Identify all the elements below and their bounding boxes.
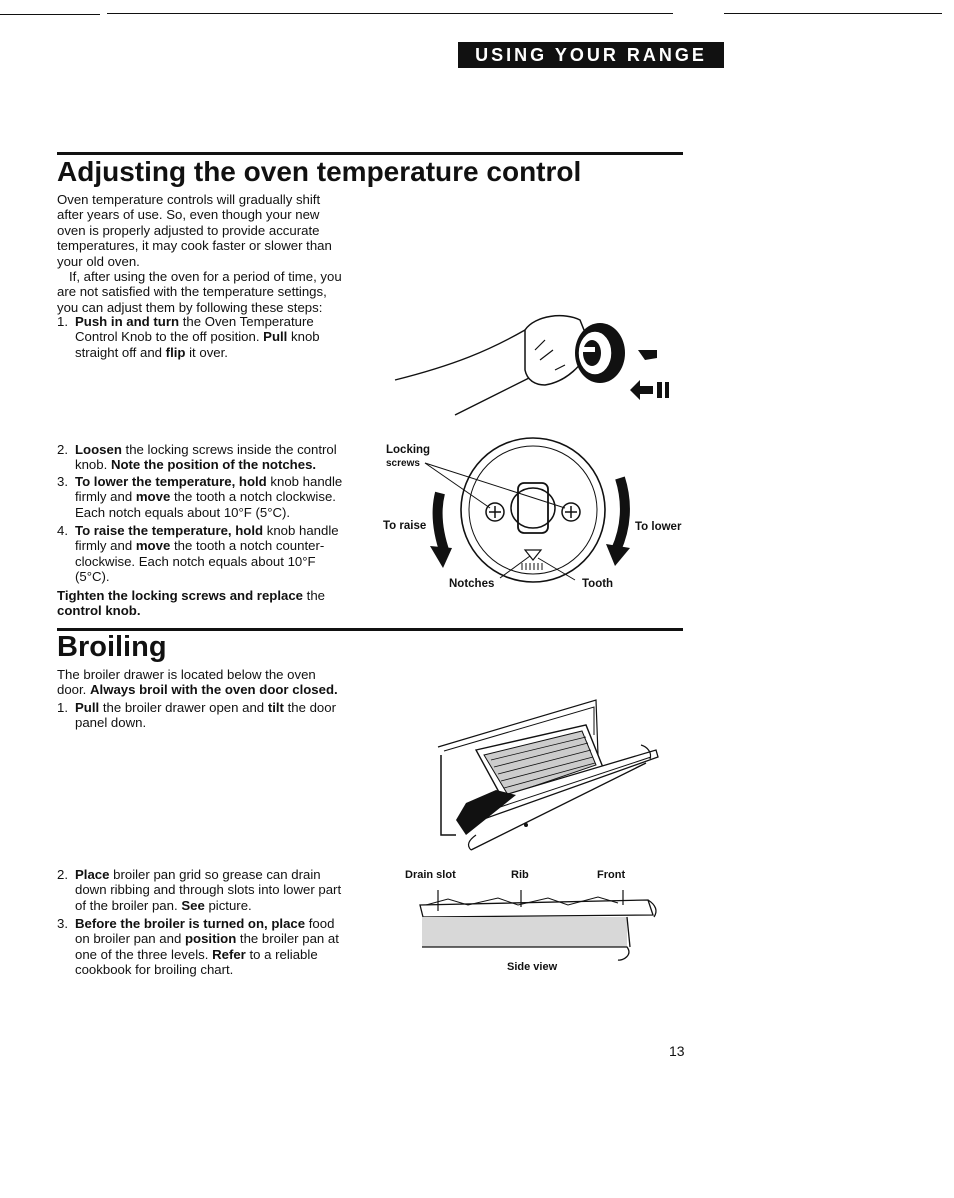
- step-text: the tooth a notch clockwise.: [170, 489, 336, 505]
- intro-line: you can adjust them by following these s…: [57, 299, 323, 315]
- step-number: 4.: [57, 523, 68, 538]
- broil-step-1: 1. Pull the broiler drawer open and tilt…: [57, 700, 367, 732]
- step-text: knob.: [75, 457, 111, 473]
- broil-step-3: 3. Before the broiler is turned on, plac…: [57, 916, 367, 980]
- intro-line: Oven temperature controls will gradually…: [57, 192, 321, 207]
- step-text: cookbook for broiling chart.: [75, 962, 234, 978]
- step-text: the locking screws inside the control: [121, 442, 337, 457]
- step-bold: move: [135, 538, 171, 554]
- step-text: broiler pan grid so grease can drain: [109, 867, 321, 882]
- step-number: 2.: [57, 867, 68, 882]
- step-4: 4. To raise the temperature, hold knob h…: [57, 523, 367, 587]
- step-bold: Place: [75, 867, 110, 882]
- section-tab: USING YOUR RANGE: [458, 42, 724, 68]
- section1-intro: Oven temperature controls will gradually…: [57, 192, 367, 315]
- step-text: it over.: [185, 344, 228, 360]
- intro-text: door.: [57, 682, 90, 698]
- label-drain-slot: Drain slot: [405, 869, 456, 881]
- step-number: 2.: [57, 442, 68, 457]
- step-bold: Loosen: [75, 442, 122, 457]
- section1-closing: Tighten the locking screws and replace t…: [57, 588, 357, 619]
- step-number: 3.: [57, 916, 68, 931]
- step-bold: move: [135, 489, 171, 505]
- step-bold: flip: [165, 344, 186, 360]
- step-number: 1.: [57, 700, 68, 715]
- step-number: 3.: [57, 474, 68, 489]
- step-text: the broiler pan at: [236, 931, 339, 947]
- step-text: knob: [287, 329, 320, 345]
- step-text: firmly and: [75, 538, 136, 554]
- step-bold: Pull: [75, 700, 100, 715]
- intro-line: temperatures, it may cook faster or slow…: [57, 238, 332, 254]
- closing-bold: Tighten the locking screws and replace: [57, 588, 303, 603]
- section1-title: Adjusting the oven temperature control: [57, 156, 582, 187]
- step-text: to a reliable: [245, 946, 318, 962]
- intro-line: after years of use. So, even though your…: [57, 207, 320, 223]
- step-text: the tooth a notch counter-: [170, 538, 325, 554]
- step-bold: Pull: [263, 329, 288, 345]
- step-bold: Refer: [212, 946, 246, 962]
- label-rib: Rib: [511, 869, 529, 881]
- step-text: (5°C).: [75, 569, 110, 585]
- step-bold: To lower the temperature, hold: [75, 474, 267, 489]
- section2-rule: [57, 628, 683, 631]
- page-number: 13: [669, 1043, 685, 1059]
- step-text: down ribbing and through slots into lowe…: [75, 882, 342, 898]
- label-to-raise: To raise: [383, 520, 427, 532]
- step-text: the door: [283, 700, 336, 715]
- section1-rule: [57, 152, 683, 155]
- step-text: knob handle: [263, 523, 339, 538]
- step-bold: tilt: [267, 700, 284, 715]
- step-bold: See: [181, 897, 205, 913]
- step-text: knob handle: [266, 474, 343, 489]
- label-locking: Locking: [386, 444, 431, 456]
- step-bold: position: [184, 931, 237, 947]
- label-tooth: Tooth: [582, 578, 614, 590]
- hand-knob-illustration: [394, 314, 669, 416]
- step-text: Each notch equals about 10°F (5°C).: [75, 504, 291, 520]
- section2-intro: The broiler drawer is located below the …: [57, 667, 377, 698]
- step-3: 3. To lower the temperature, hold knob h…: [57, 474, 367, 522]
- step-bold: To raise the temperature, hold: [75, 523, 264, 538]
- label-front: Front: [597, 869, 626, 881]
- intro-line: are not satisfied with the temperature s…: [57, 284, 327, 300]
- closing-text: the: [303, 588, 325, 603]
- intro-line: The broiler drawer is located below the …: [57, 667, 316, 682]
- step-text: straight off and: [75, 344, 166, 360]
- step-text: firmly and: [75, 489, 136, 505]
- step-text: of the broiler pan.: [75, 897, 182, 913]
- top-rule-right: [724, 13, 942, 14]
- step-text: the Oven Temperature: [179, 314, 314, 329]
- broiler-pan-side-view: [419, 890, 657, 961]
- top-rule-middle: [107, 13, 673, 14]
- broiler-drawer-illustration: [437, 699, 659, 851]
- label-screws: screws: [386, 458, 420, 469]
- step-text: on broiler pan and: [75, 931, 185, 947]
- step-bold: Push in and turn: [75, 314, 180, 329]
- step-1: 1. Push in and turn the Oven Temperature…: [57, 314, 357, 364]
- step-text: picture.: [204, 897, 252, 913]
- step-text: one of the three levels.: [75, 946, 213, 962]
- knob-adjust-diagram: [424, 437, 630, 583]
- intro-bold: Always broil with the oven door closed.: [90, 682, 338, 698]
- step-text: panel down.: [75, 715, 147, 731]
- intro-line: your old oven.: [57, 253, 140, 269]
- step-text: clockwise. Each notch equals about 10°F: [75, 553, 316, 569]
- step-bold: Before the broiler is turned on, place: [75, 916, 306, 931]
- step-number: 1.: [57, 314, 68, 329]
- section2-title: Broiling: [57, 631, 167, 663]
- closing-bold: control knob.: [57, 603, 141, 619]
- step-text: the broiler drawer open and: [99, 700, 268, 715]
- label-side-view: Side view: [507, 961, 558, 973]
- step-bold: Note the position of the notches.: [110, 457, 317, 473]
- broil-step-2: 2. Place broiler pan grid so grease can …: [57, 867, 367, 915]
- label-notches: Notches: [449, 578, 495, 590]
- label-to-lower: To lower: [635, 521, 682, 533]
- top-rule-left: [0, 14, 100, 15]
- step-text: food: [305, 916, 335, 931]
- step-text: Control Knob to the off position.: [75, 329, 264, 345]
- step-2: 2. Loosen the locking screws inside the …: [57, 442, 367, 474]
- intro-line: oven is properly adjusted to provide acc…: [57, 222, 320, 238]
- intro-line: If, after using the oven for a period of…: [69, 269, 342, 285]
